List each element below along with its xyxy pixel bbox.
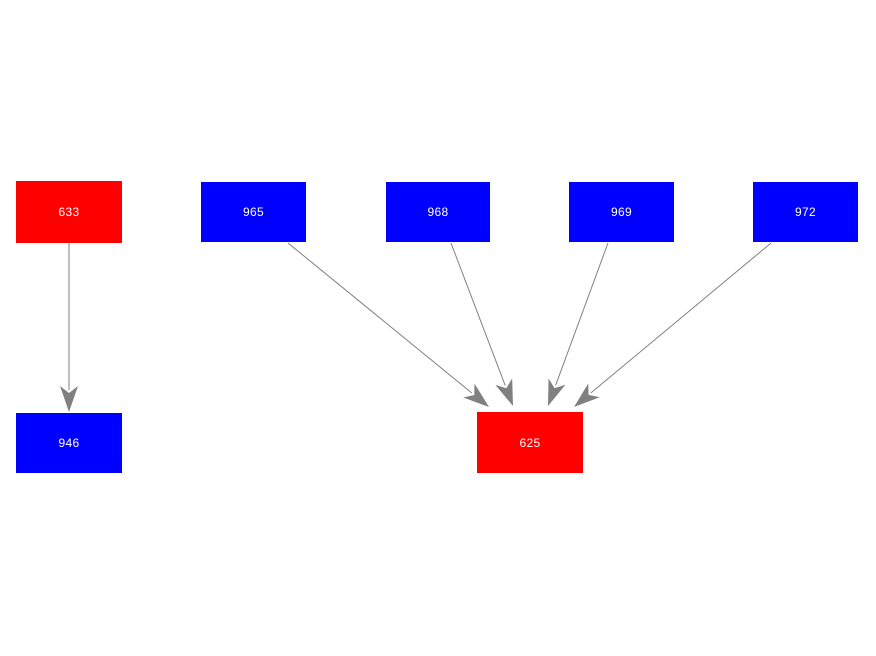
graph-node[interactable]: 633: [16, 181, 122, 243]
node-label: 946: [58, 436, 80, 450]
graph-node[interactable]: 972: [753, 182, 858, 242]
graph-node[interactable]: 965: [201, 182, 306, 242]
graph-node[interactable]: 968: [386, 182, 490, 242]
graph-node[interactable]: 969: [569, 182, 674, 242]
node-label: 625: [519, 435, 541, 450]
node-label: 972: [795, 205, 816, 219]
edge-arrowhead: [60, 386, 78, 412]
edge-line: [450, 242, 506, 386]
graph-node[interactable]: 625: [477, 412, 583, 473]
edge-arrowhead: [463, 383, 489, 407]
edge-line: [590, 242, 772, 394]
node-label: 968: [427, 205, 449, 219]
edge-line: [555, 242, 609, 386]
graph-node[interactable]: 946: [16, 413, 122, 473]
edge-arrowhead: [495, 378, 513, 406]
edge-arrowhead: [574, 383, 600, 407]
edge-line: [287, 242, 473, 394]
node-label: 969: [611, 205, 632, 219]
edge-arrowhead: [548, 378, 566, 406]
node-label: 633: [58, 205, 80, 219]
node-label: 965: [243, 205, 264, 219]
